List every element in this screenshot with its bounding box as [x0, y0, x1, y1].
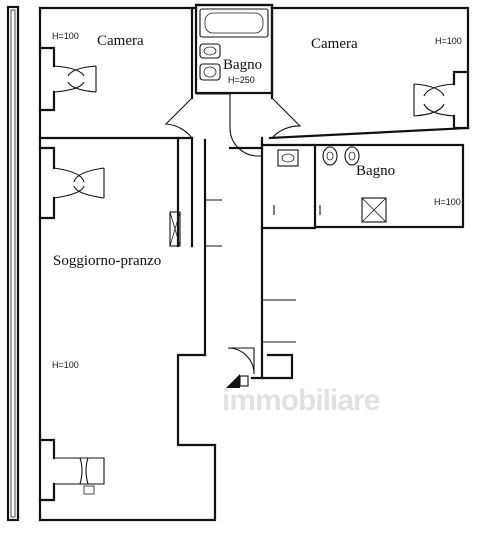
height-label-camera-right: H=100	[435, 36, 462, 46]
bidet-icon	[199, 43, 221, 59]
sink-icon	[277, 149, 299, 167]
room-label-camera-left: Camera	[97, 33, 144, 49]
height-label-camera-left: H=100	[52, 31, 79, 41]
stair-icon	[226, 374, 249, 388]
bidet-right-icon	[322, 146, 338, 166]
window-soggiorno-2	[38, 438, 105, 502]
room-label-bagno-top: Bagno	[223, 57, 263, 73]
window-camera-right	[413, 70, 470, 130]
window-soggiorno-1	[38, 146, 105, 220]
toilet-right-icon	[344, 146, 360, 166]
bathtub-icon	[199, 8, 269, 38]
room-label-camera-right: Camera	[311, 36, 358, 52]
height-label-bagno-top: H=250	[228, 75, 255, 85]
balcony-strip	[6, 5, 20, 522]
shower-icon	[361, 197, 387, 223]
door-swings	[164, 93, 302, 375]
room-label-soggiorno: Soggiorno-pranzo	[53, 253, 162, 269]
interior-walls	[38, 3, 470, 380]
window-camera-left	[38, 46, 97, 112]
room-label-bagno-right: Bagno	[356, 163, 396, 179]
height-label-bagno-right: H=100	[434, 197, 461, 207]
toilet-icon	[199, 63, 221, 81]
small-fixtures	[273, 205, 321, 215]
height-label-soggiorno: H=100	[52, 360, 79, 370]
watermark: immobiliare	[222, 384, 380, 417]
